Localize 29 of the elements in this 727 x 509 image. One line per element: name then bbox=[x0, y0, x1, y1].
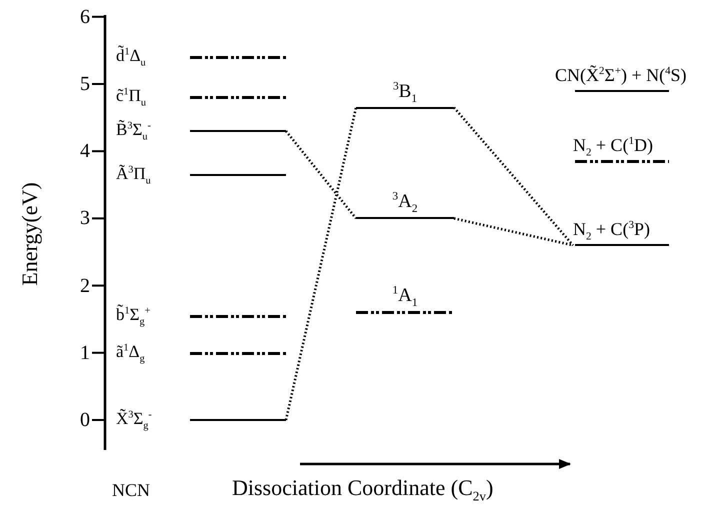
state-label: $^{3}$A$_{2}$ bbox=[391, 192, 419, 212]
energy-level bbox=[116, 302, 286, 329]
tick-label: 2 bbox=[79, 274, 90, 298]
tick-label: 4 bbox=[79, 139, 90, 164]
energy-level bbox=[356, 190, 454, 220]
correlation-line bbox=[453, 106, 574, 246]
molecule-label: NCN bbox=[112, 479, 150, 502]
tick-label: 6 bbox=[79, 4, 90, 29]
energy-level bbox=[116, 407, 286, 433]
tick-label: 1 bbox=[79, 340, 90, 365]
energy-level bbox=[356, 284, 454, 314]
energy-level bbox=[356, 80, 454, 110]
state-label: ã$^{1}$Δ$_{g}$ bbox=[116, 342, 145, 362]
axis-title: Dissociation Coordinate (C$_{2v}$) bbox=[232, 476, 494, 500]
correlation-line bbox=[285, 130, 357, 220]
tick-label: 0 bbox=[79, 408, 90, 432]
state-label: N$_{2}$ + C($^{1}$D) bbox=[573, 135, 653, 156]
state-label: N$_{2}$ + C($^{3}$P) bbox=[573, 219, 650, 240]
state-label: CN(X̃$^{2}$Σ$^{+}$) + N($^{4}$S) bbox=[555, 64, 687, 85]
axis-title: Energy(eV) bbox=[18, 181, 42, 288]
state-label: c̃$^{1}$Π$_{u}$ bbox=[116, 86, 146, 106]
correlation-line bbox=[454, 217, 574, 246]
state-label: d̃$^{1}$Δ$_{u}$ bbox=[116, 46, 146, 66]
state-label: $^{1}$A$_{1}$ bbox=[391, 286, 419, 306]
tick-label: 3 bbox=[79, 206, 90, 230]
state-label: $^{3}$B$_{1}$ bbox=[392, 82, 418, 102]
correlation-line bbox=[284, 107, 358, 420]
state-label: Ã$^{3}$Π$_{u}$ bbox=[116, 164, 151, 184]
tick-label: 5 bbox=[79, 72, 90, 96]
